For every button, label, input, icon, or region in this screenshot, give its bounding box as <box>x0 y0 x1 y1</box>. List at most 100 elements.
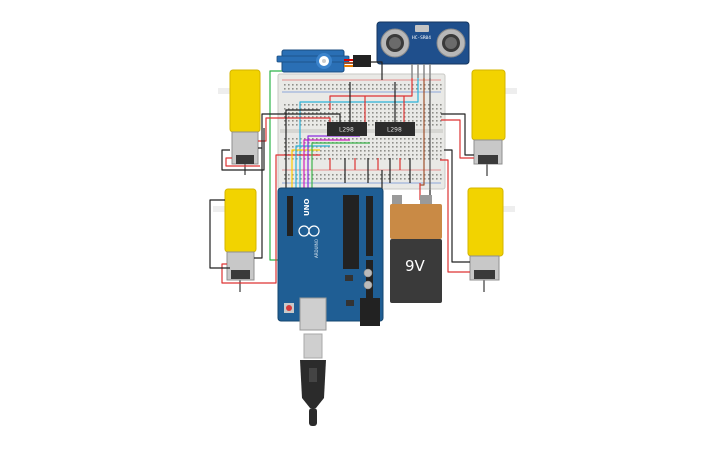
breadboard-hole <box>288 124 290 126</box>
breadboard-hole <box>316 174 318 176</box>
breadboard-hole <box>420 112 422 114</box>
breadboard-hole <box>424 104 426 106</box>
breadboard-hole <box>364 174 366 176</box>
breadboard-hole <box>332 174 334 176</box>
usb-cable <box>300 333 326 426</box>
breadboard-hole <box>324 146 326 148</box>
breadboard-hole <box>324 120 326 122</box>
breadboard-hole <box>352 138 354 140</box>
breadboard-hole <box>344 120 346 122</box>
breadboard-hole <box>400 88 402 90</box>
breadboard-hole <box>428 174 430 176</box>
breadboard-hole <box>416 116 418 118</box>
breadboard-hole <box>424 84 426 86</box>
arduino-uno-board: UNO ARDUINO <box>277 187 384 331</box>
breadboard-hole <box>304 120 306 122</box>
breadboard-hole <box>356 174 358 176</box>
breadboard-hole <box>360 112 362 114</box>
breadboard-hole <box>380 158 382 160</box>
dc-motor-top-right <box>471 69 517 176</box>
breadboard-hole <box>336 154 338 156</box>
breadboard-hole <box>344 108 346 110</box>
breadboard-hole <box>420 124 422 126</box>
breadboard-hole <box>416 154 418 156</box>
breadboard-hole <box>404 108 406 110</box>
breadboard-hole <box>292 116 294 118</box>
breadboard-hole <box>440 124 442 126</box>
breadboard-hole <box>392 174 394 176</box>
breadboard-hole <box>320 104 322 106</box>
breadboard-hole <box>416 112 418 114</box>
breadboard-hole <box>312 88 314 90</box>
breadboard-hole <box>312 84 314 86</box>
breadboard-hole <box>428 150 430 152</box>
breadboard-hole <box>300 120 302 122</box>
driver-chip-left-label: L298 <box>339 127 354 134</box>
breadboard-hole <box>312 178 314 180</box>
breadboard-hole <box>312 124 314 126</box>
breadboard-hole <box>356 116 358 118</box>
breadboard-hole <box>388 146 390 148</box>
breadboard-hole <box>380 112 382 114</box>
breadboard-hole <box>324 158 326 160</box>
breadboard-hole <box>340 154 342 156</box>
breadboard-hole <box>428 154 430 156</box>
breadboard-hole <box>288 158 290 160</box>
breadboard-hole <box>400 108 402 110</box>
breadboard-hole <box>316 104 318 106</box>
breadboard-hole <box>440 138 442 140</box>
breadboard-hole <box>288 150 290 152</box>
breadboard-hole <box>320 108 322 110</box>
breadboard-hole <box>344 154 346 156</box>
breadboard-hole <box>420 178 422 180</box>
breadboard-hole <box>312 150 314 152</box>
breadboard-hole <box>288 142 290 144</box>
battery-label: 9V <box>405 257 426 275</box>
breadboard-hole <box>436 174 438 176</box>
breadboard-hole <box>284 142 286 144</box>
breadboard-hole <box>420 138 422 140</box>
breadboard-hole <box>356 138 358 140</box>
breadboard-hole <box>368 154 370 156</box>
breadboard-hole <box>304 116 306 118</box>
breadboard-hole <box>340 178 342 180</box>
breadboard-hole <box>328 112 330 114</box>
breadboard-hole <box>404 84 406 86</box>
breadboard-hole <box>300 88 302 90</box>
driver-chip-right-label: L298 <box>387 127 402 134</box>
breadboard-hole <box>304 146 306 148</box>
breadboard-hole <box>360 154 362 156</box>
breadboard-hole <box>388 158 390 160</box>
breadboard-hole <box>356 150 358 152</box>
breadboard-hole <box>316 150 318 152</box>
breadboard-hole <box>396 104 398 106</box>
breadboard-hole <box>332 108 334 110</box>
breadboard-hole <box>416 108 418 110</box>
breadboard-hole <box>412 116 414 118</box>
breadboard-hole <box>432 146 434 148</box>
breadboard-hole <box>372 146 374 148</box>
breadboard-hole <box>352 104 354 106</box>
breadboard-hole <box>332 158 334 160</box>
breadboard-hole <box>432 88 434 90</box>
breadboard-hole <box>348 150 350 152</box>
breadboard-hole <box>392 88 394 90</box>
breadboard-hole <box>440 104 442 106</box>
breadboard-hole <box>408 142 410 144</box>
breadboard-hole <box>420 158 422 160</box>
breadboard-hole <box>424 146 426 148</box>
breadboard-hole <box>428 146 430 148</box>
breadboard-hole <box>436 178 438 180</box>
breadboard-hole <box>320 154 322 156</box>
breadboard-hole <box>372 108 374 110</box>
breadboard-hole <box>408 146 410 148</box>
breadboard-hole <box>308 158 310 160</box>
breadboard-hole <box>420 88 422 90</box>
breadboard-hole <box>436 146 438 148</box>
breadboard-hole <box>440 174 442 176</box>
breadboard-hole <box>292 120 294 122</box>
breadboard-hole <box>360 150 362 152</box>
breadboard-hole <box>336 84 338 86</box>
breadboard-hole <box>416 178 418 180</box>
breadboard-hole <box>384 158 386 160</box>
